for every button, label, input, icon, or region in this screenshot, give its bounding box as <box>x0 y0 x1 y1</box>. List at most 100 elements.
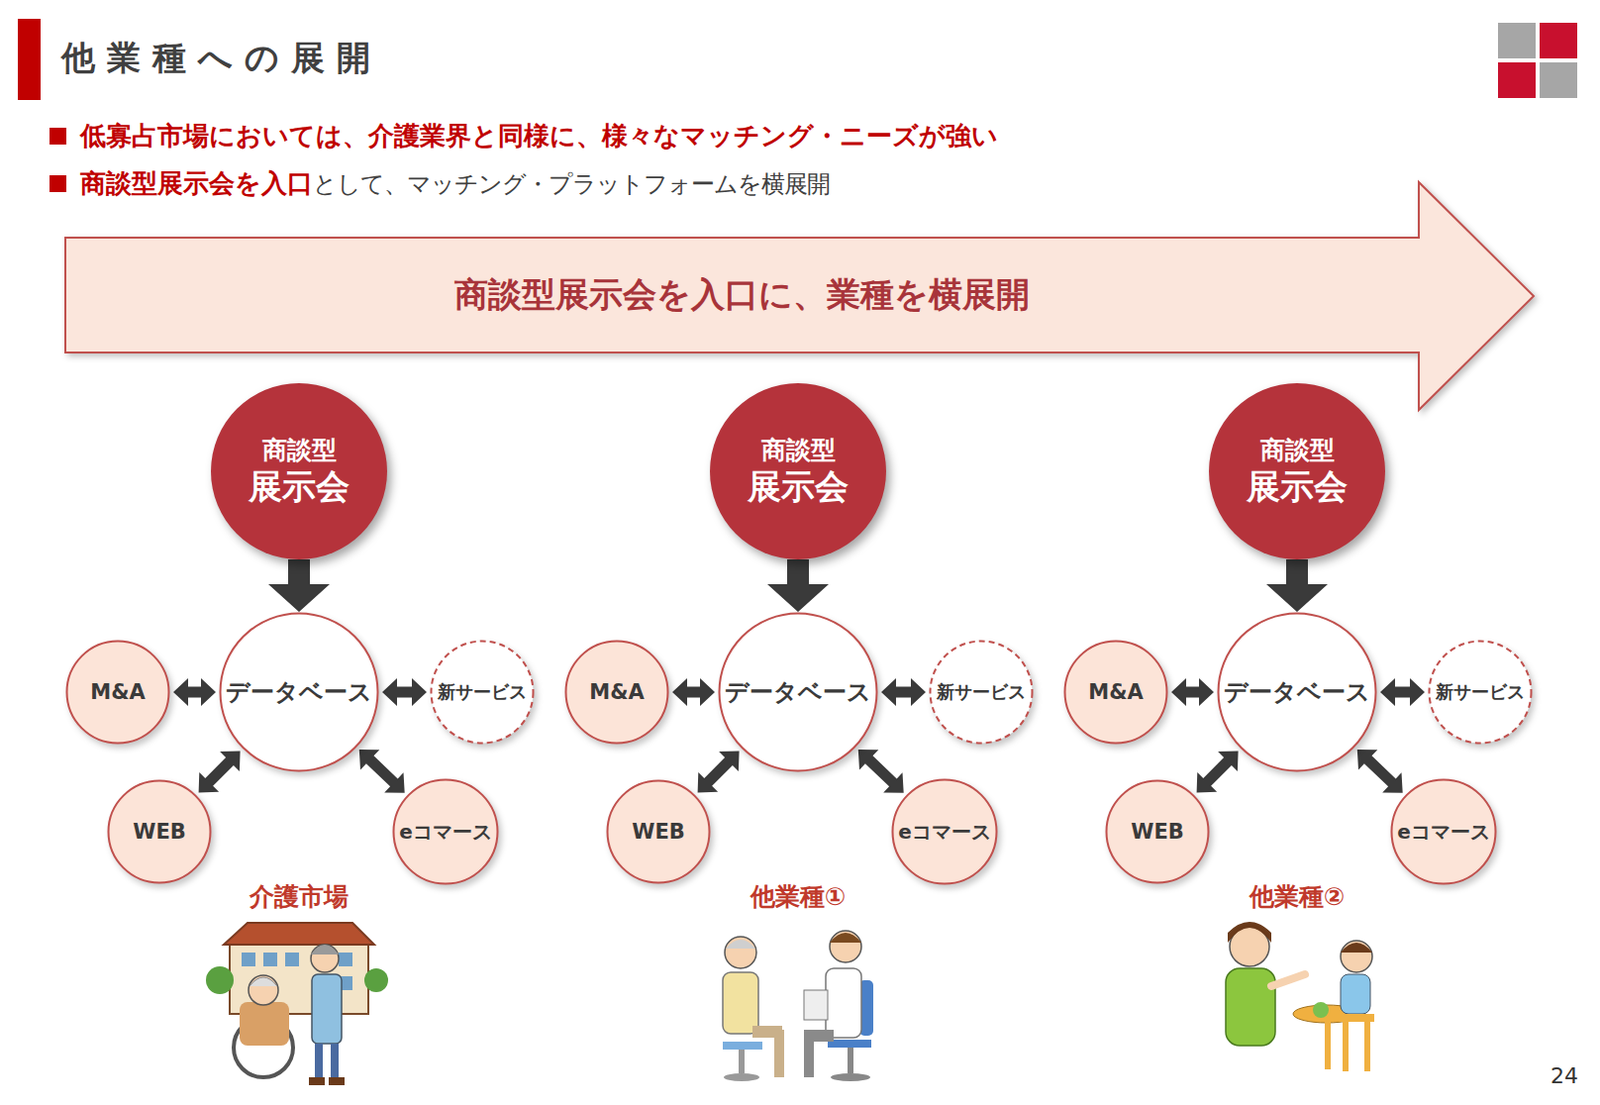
circle-outline <box>709 383 887 560</box>
bullet-text: として、マッチング・プラットフォームを横展開 <box>312 168 830 200</box>
double-arrow <box>1380 678 1425 706</box>
market-label: 介護市場 <box>150 880 448 913</box>
market-label: 他業種② <box>1148 880 1446 913</box>
exhibition-circle: 商談型展示会 <box>210 383 388 560</box>
bullet-square <box>49 175 67 193</box>
circle-text: 商談型 <box>262 434 337 466</box>
bullet-line: 低寡占市場においては、介護業界と同様に、様々なマッチング・ニーズが強い <box>49 118 999 154</box>
circle-text: eコマース <box>1397 818 1491 846</box>
circle-outline <box>210 383 388 560</box>
circle-text: eコマース <box>399 818 493 846</box>
circle-text: 展示会 <box>747 465 849 508</box>
market-label-text: 介護市場 <box>249 882 349 911</box>
double-arrow <box>1357 749 1403 794</box>
service-circle: WEB <box>605 779 711 885</box>
circle-text: eコマース <box>898 818 992 846</box>
double-arrow <box>698 750 740 793</box>
double-arrow <box>672 678 715 706</box>
circle-outline <box>893 780 998 885</box>
circle-text: 新サービス <box>1435 680 1525 704</box>
circle-text: 新サービス <box>936 680 1026 704</box>
circle-text-box: WEB <box>1104 779 1210 885</box>
circle-outline <box>1208 383 1386 560</box>
circle-text-box: M&A <box>65 639 171 745</box>
new-service-circle: 新サービス <box>928 639 1034 745</box>
page-title: 他業種への展開 <box>61 35 383 82</box>
circle-outline <box>394 780 499 885</box>
logo <box>1498 22 1578 99</box>
double-arrow <box>173 678 216 706</box>
circle-text: 商談型 <box>761 434 836 466</box>
market-label-text: 他業種② <box>1249 882 1345 911</box>
circle-outline <box>566 641 669 744</box>
circle-text-box: eコマース <box>392 778 500 886</box>
down-arrow <box>268 559 330 612</box>
new-service-circle: 新サービス <box>1427 639 1533 745</box>
circle-text-box: eコマース <box>1390 778 1498 886</box>
bullet-text: 低寡占市場においては、介護業界と同様に、様々なマッチング・ニーズが強い <box>80 118 999 154</box>
service-circle: WEB <box>106 779 212 885</box>
new-service-circle: 新サービス <box>429 639 535 745</box>
service-circle: M&A <box>65 639 171 745</box>
circle-outline <box>607 781 710 884</box>
circle-text-box: 商談型展示会 <box>709 383 887 560</box>
circle-text: 展示会 <box>1246 465 1348 508</box>
circle-text-box: 新サービス <box>429 639 535 745</box>
circle-text-box: 新サービス <box>928 639 1034 745</box>
circle-text-box: データベース <box>717 611 879 773</box>
circle-text: M&A <box>90 680 145 704</box>
circle-text: データベース <box>225 676 373 708</box>
double-arrow <box>858 749 904 794</box>
exhibition-circle: 商談型展示会 <box>1208 383 1386 560</box>
circle-text-box: データベース <box>218 611 380 773</box>
circle-text: 展示会 <box>248 465 350 508</box>
circle-outline <box>1106 781 1209 884</box>
banner-arrow: 商談型展示会を入口に、業種を横展開 <box>64 181 1536 411</box>
childcare-illustration <box>1225 921 1375 1072</box>
circle-text: データベース <box>724 676 872 708</box>
service-circle: eコマース <box>891 778 999 886</box>
circle-outline <box>1218 613 1377 772</box>
double-arrow <box>359 749 405 794</box>
exhibition-circle: 商談型展示会 <box>709 383 887 560</box>
circle-text-box: WEB <box>106 779 212 885</box>
circle-outline <box>431 641 534 744</box>
database-circle: データベース <box>1216 611 1378 773</box>
service-circle: eコマース <box>1390 778 1498 886</box>
service-circle: eコマース <box>392 778 500 886</box>
database-circle: データベース <box>717 611 879 773</box>
circle-outline <box>930 641 1033 744</box>
bullet-text: 商談型展示会を入口 <box>80 166 313 201</box>
down-arrow <box>767 559 829 612</box>
double-arrow <box>382 678 427 706</box>
bullet-line: 商談型展示会を入口として、マッチング・プラットフォームを横展開 <box>49 166 830 201</box>
circle-outline <box>108 781 211 884</box>
circle-outline <box>719 613 878 772</box>
circle-text: 新サービス <box>437 680 527 704</box>
circle-outline <box>220 613 379 772</box>
market-label: 他業種① <box>649 880 947 913</box>
circle-text: WEB <box>1130 819 1185 844</box>
circle-text-box: 商談型展示会 <box>1208 383 1386 560</box>
page-number: 24 <box>1550 1063 1579 1089</box>
circle-text: M&A <box>1088 680 1143 704</box>
banner-arrow-outline <box>65 182 1534 410</box>
consultation-illustration <box>722 930 874 1082</box>
service-circle: M&A <box>564 639 670 745</box>
circle-text: WEB <box>631 819 686 844</box>
service-circle: M&A <box>1063 639 1169 745</box>
down-arrow <box>1266 559 1328 612</box>
market-label-text: 他業種① <box>750 882 846 911</box>
circle-text-box: eコマース <box>891 778 999 886</box>
circle-text-box: M&A <box>564 639 670 745</box>
circle-text-box: 商談型展示会 <box>210 383 388 560</box>
circle-outline <box>1392 780 1497 885</box>
circle-text-box: 新サービス <box>1427 639 1533 745</box>
circle-text-box: WEB <box>605 779 711 885</box>
circle-text-box: M&A <box>1063 639 1169 745</box>
circle-text: WEB <box>132 819 187 844</box>
double-arrow <box>1197 750 1239 793</box>
banner-text: 商談型展示会を入口に、業種を横展開 <box>454 272 1030 318</box>
circle-text-box: データベース <box>1216 611 1378 773</box>
